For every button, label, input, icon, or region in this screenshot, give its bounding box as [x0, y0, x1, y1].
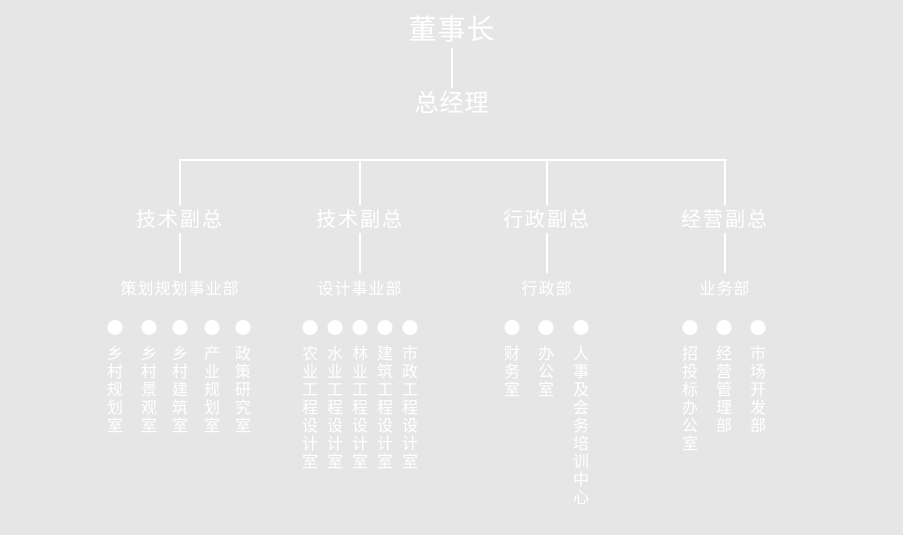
unit-name: 农业工程设计室 — [301, 344, 318, 471]
department-title: 策划规划事业部 — [120, 279, 240, 298]
unit-bullet — [504, 320, 520, 335]
general-manager-title: 总经理 — [414, 89, 490, 117]
unit-bullet — [235, 320, 251, 335]
connector-horizontal-bus — [179, 159, 727, 161]
unit-bullet — [682, 320, 698, 335]
unit-name: 政策研究室 — [234, 344, 251, 435]
unit-name: 林业工程设计室 — [351, 344, 368, 471]
unit-bullet — [352, 320, 368, 335]
connector-chairman-gm — [451, 48, 453, 88]
connector-vp-dept-1 — [359, 233, 361, 273]
unit-bullet — [172, 320, 188, 335]
connector-vp-dept-2 — [546, 233, 548, 273]
connector-bus-vp-0 — [179, 160, 181, 205]
connector-bus-vp-1 — [359, 160, 361, 205]
unit-name: 乡村建筑室 — [171, 344, 188, 435]
unit-bullet — [716, 320, 732, 335]
connector-vp-dept-3 — [724, 233, 726, 273]
connector-bus-vp-2 — [546, 160, 548, 205]
connector-bus-vp-3 — [724, 160, 726, 205]
vp-title: 经营副总 — [681, 207, 769, 231]
unit-name: 水业工程设计室 — [326, 344, 343, 471]
vp-title: 行政副总 — [503, 207, 591, 231]
unit-name: 财务室 — [503, 344, 520, 399]
unit-name: 乡村景观室 — [140, 344, 157, 435]
unit-bullet — [107, 320, 123, 335]
unit-bullet — [402, 320, 418, 335]
unit-name: 经营管理部 — [715, 344, 732, 435]
department-title: 行政部 — [521, 279, 573, 298]
unit-bullet — [204, 320, 220, 335]
unit-name: 办公室 — [537, 344, 554, 399]
unit-name: 人事及会务培训中心 — [572, 344, 589, 507]
unit-bullet — [573, 320, 589, 335]
unit-name: 产业规划室 — [203, 344, 220, 435]
chairman-title: 董事长 — [408, 13, 496, 46]
unit-bullet — [302, 320, 318, 335]
unit-name: 市场开发部 — [749, 344, 766, 435]
department-title: 设计事业部 — [317, 279, 403, 298]
connector-vp-dept-0 — [179, 233, 181, 273]
department-title: 业务部 — [699, 279, 751, 298]
unit-name: 建筑工程设计室 — [376, 344, 393, 471]
unit-name: 招投标办公室 — [681, 344, 698, 453]
unit-bullet — [141, 320, 157, 335]
unit-name: 乡村规划室 — [106, 344, 123, 435]
unit-name: 市政工程设计室 — [401, 344, 418, 471]
unit-bullet — [327, 320, 343, 335]
vp-title: 技术副总 — [316, 207, 404, 231]
unit-bullet — [750, 320, 766, 335]
unit-bullet — [377, 320, 393, 335]
unit-bullet — [538, 320, 554, 335]
vp-title: 技术副总 — [136, 207, 224, 231]
